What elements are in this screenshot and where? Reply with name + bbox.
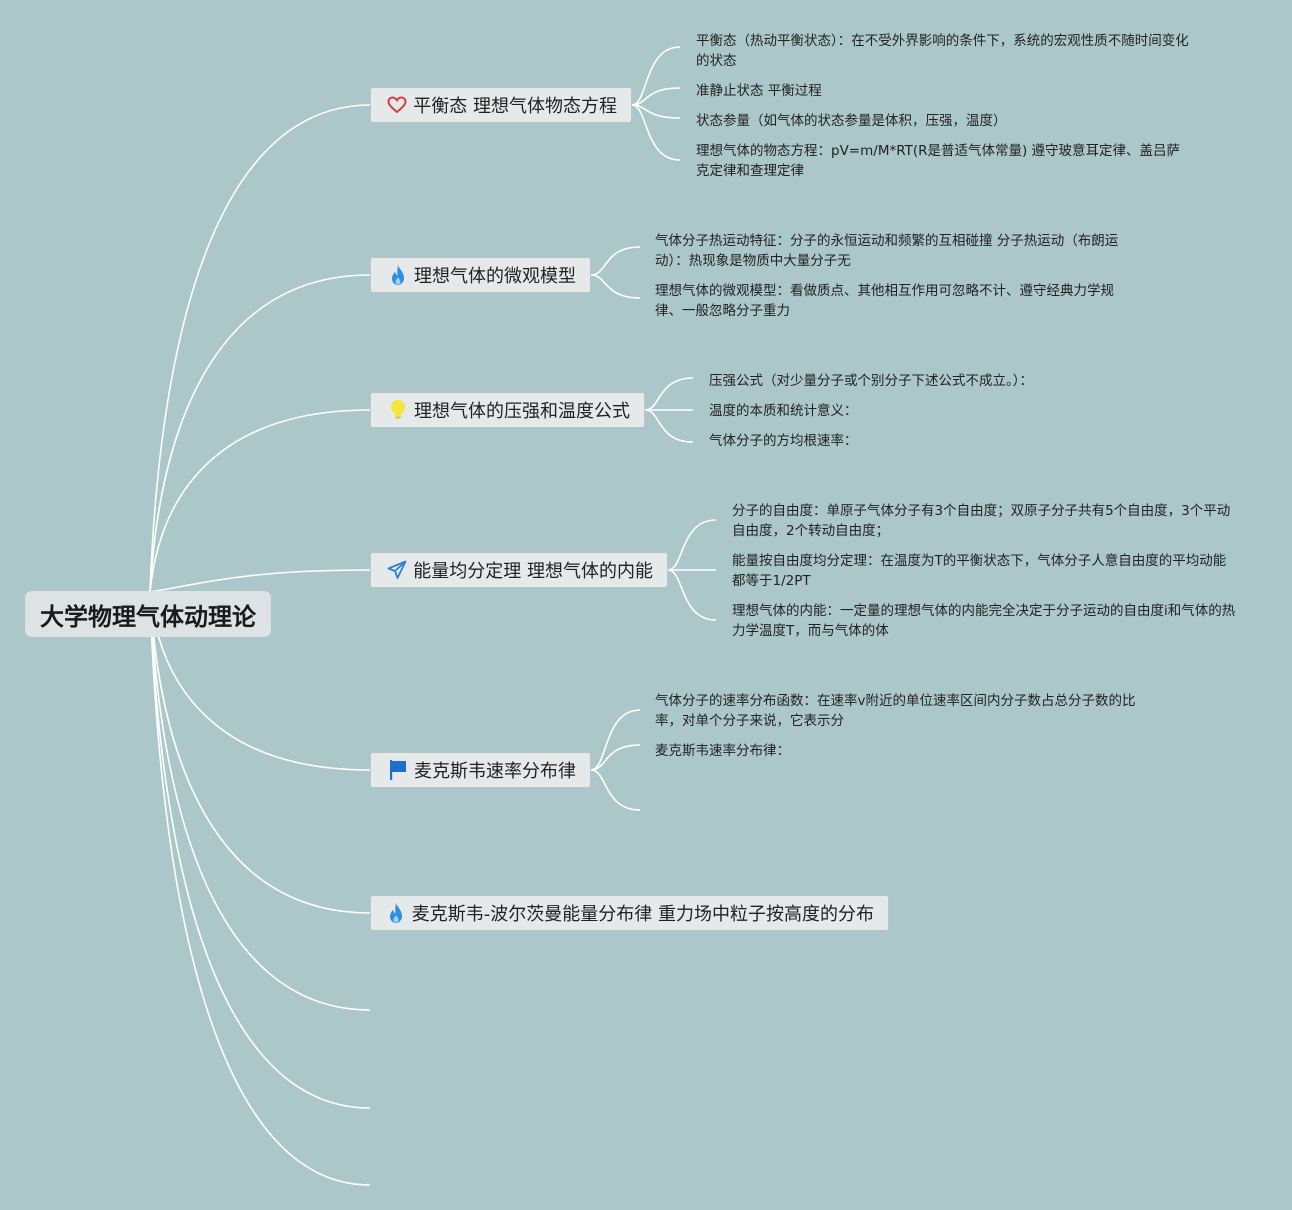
detail-equipartition-theorem: 能量按自由度均分定理：在温度为T的平衡状态下，气体分子人意自由度的平均动能都等于… [732, 553, 1227, 589]
root-topic[interactable]: 大学物理气体动理论 [25, 591, 271, 637]
fire-icon [387, 902, 406, 924]
fire-icon [387, 264, 408, 286]
brace-topic2-2 [644, 409, 694, 443]
detail-internal-energy: 理想气体的内能：一定量的理想气体的内能完全决定于分子运动的自由度i和气体的热力学… [732, 603, 1236, 639]
brace-topic0-0 [631, 46, 681, 106]
root-connector-1 [149, 274, 371, 593]
detail-ideal-gas-law: 理想气体的物态方程：pV=m/M*RT(R是普适气体常量) 遵守玻意耳定律、盖吕… [696, 143, 1181, 179]
detail-rms-speed: 气体分子的方均根速率：￼ [709, 433, 858, 449]
detail-degrees-of-freedom: 分子的自由度：单原子气体分子有3个自由度；双原子分子共有5个自由度，3个平动自由… [732, 503, 1231, 539]
detail-micro-model: 理想气体的微观模型：看做质点、其他相互作用可忽略不计、遵守经典力学规律、一般忽略… [655, 283, 1114, 319]
topic-equilibrium[interactable]: 平衡态 理想气体物态方程 [370, 87, 632, 123]
detail-quasi-static: 准静止状态 平衡过程 [696, 83, 822, 99]
root-connector-2 [149, 409, 371, 593]
detail-thermal-motion: 气体分子热运动特征：分子的永恒运动和频繁的互相碰撞 分子热运动（布朗运动）：热现… [655, 233, 1119, 269]
paper-plane-icon [387, 559, 407, 581]
root-connector-5 [149, 591, 371, 914]
root-connector-3 [149, 569, 371, 593]
brace-topic1-0 [590, 246, 641, 276]
topic-maxwell-speed[interactable]: 麦克斯韦速率分布律 [370, 752, 591, 788]
detail-pressure-formula: 压强公式（对少量分子或个别分子下述公式不成立。）：￼￼￼ ￼ [709, 373, 1038, 389]
detail-equilibrium-state: 平衡态（热动平衡状态）：在不受外界影响的条件下，系统的宏观性质不随时间变化的状态 [696, 33, 1189, 69]
topic-label: 能量均分定理 理想气体的内能 [413, 561, 653, 582]
brace-topic1-1 [590, 274, 641, 299]
detail-maxwell-law: 麦克斯韦速率分布律：￼ [655, 743, 790, 759]
topic-micro-model[interactable]: 理想气体的微观模型 [370, 257, 591, 293]
topic-pressure-temperature[interactable]: 理想气体的压强和温度公式 [370, 392, 645, 428]
topic-label: 麦克斯韦-波尔茨曼能量分布律 重力场中粒子按高度的分布 [411, 904, 874, 925]
flag-icon [387, 759, 408, 781]
root-title: 大学物理气体动理论 [40, 602, 256, 631]
brace-topic0-3 [631, 104, 681, 161]
root-connector-7 [149, 591, 371, 1109]
brace-topic3-0 [667, 519, 717, 571]
detail-temperature-meaning: 温度的本质和统计意义：￼ [709, 403, 858, 419]
root-connector-6 [149, 591, 371, 1011]
topic-label: 理想气体的压强和温度公式 [414, 401, 630, 422]
root-connector-8 [149, 591, 371, 1186]
root-connector-0 [149, 104, 371, 593]
heart-icon [387, 94, 407, 116]
brace-topic4-2 [590, 769, 641, 811]
brace-topic2-0 [644, 377, 694, 411]
topic-label: 麦克斯韦速率分布律 [414, 761, 576, 782]
brace-topic0-2 [631, 104, 681, 119]
topic-label: 平衡态 理想气体物态方程 [413, 96, 617, 117]
detail-speed-distribution-function: 气体分子的速率分布函数：在速率v附近的单位速率区间内分子数占总分子数的比率，对单… [655, 693, 1136, 729]
brace-topic0-1 [631, 87, 681, 106]
brace-topic3-2 [667, 569, 717, 621]
topic-equipartition[interactable]: 能量均分定理 理想气体的内能 [370, 552, 668, 588]
topic-boltzmann-distribution[interactable]: 麦克斯韦-波尔茨曼能量分布律 重力场中粒子按高度的分布 [370, 895, 889, 931]
brace-topic4-0 [590, 709, 641, 771]
lightbulb-icon [387, 399, 408, 421]
topic-label: 理想气体的微观模型 [414, 266, 576, 287]
detail-state-parameters: 状态参量（如气体的状态参量是体积，压强，温度） [696, 113, 1007, 129]
brace-topic4-1 [590, 744, 641, 771]
